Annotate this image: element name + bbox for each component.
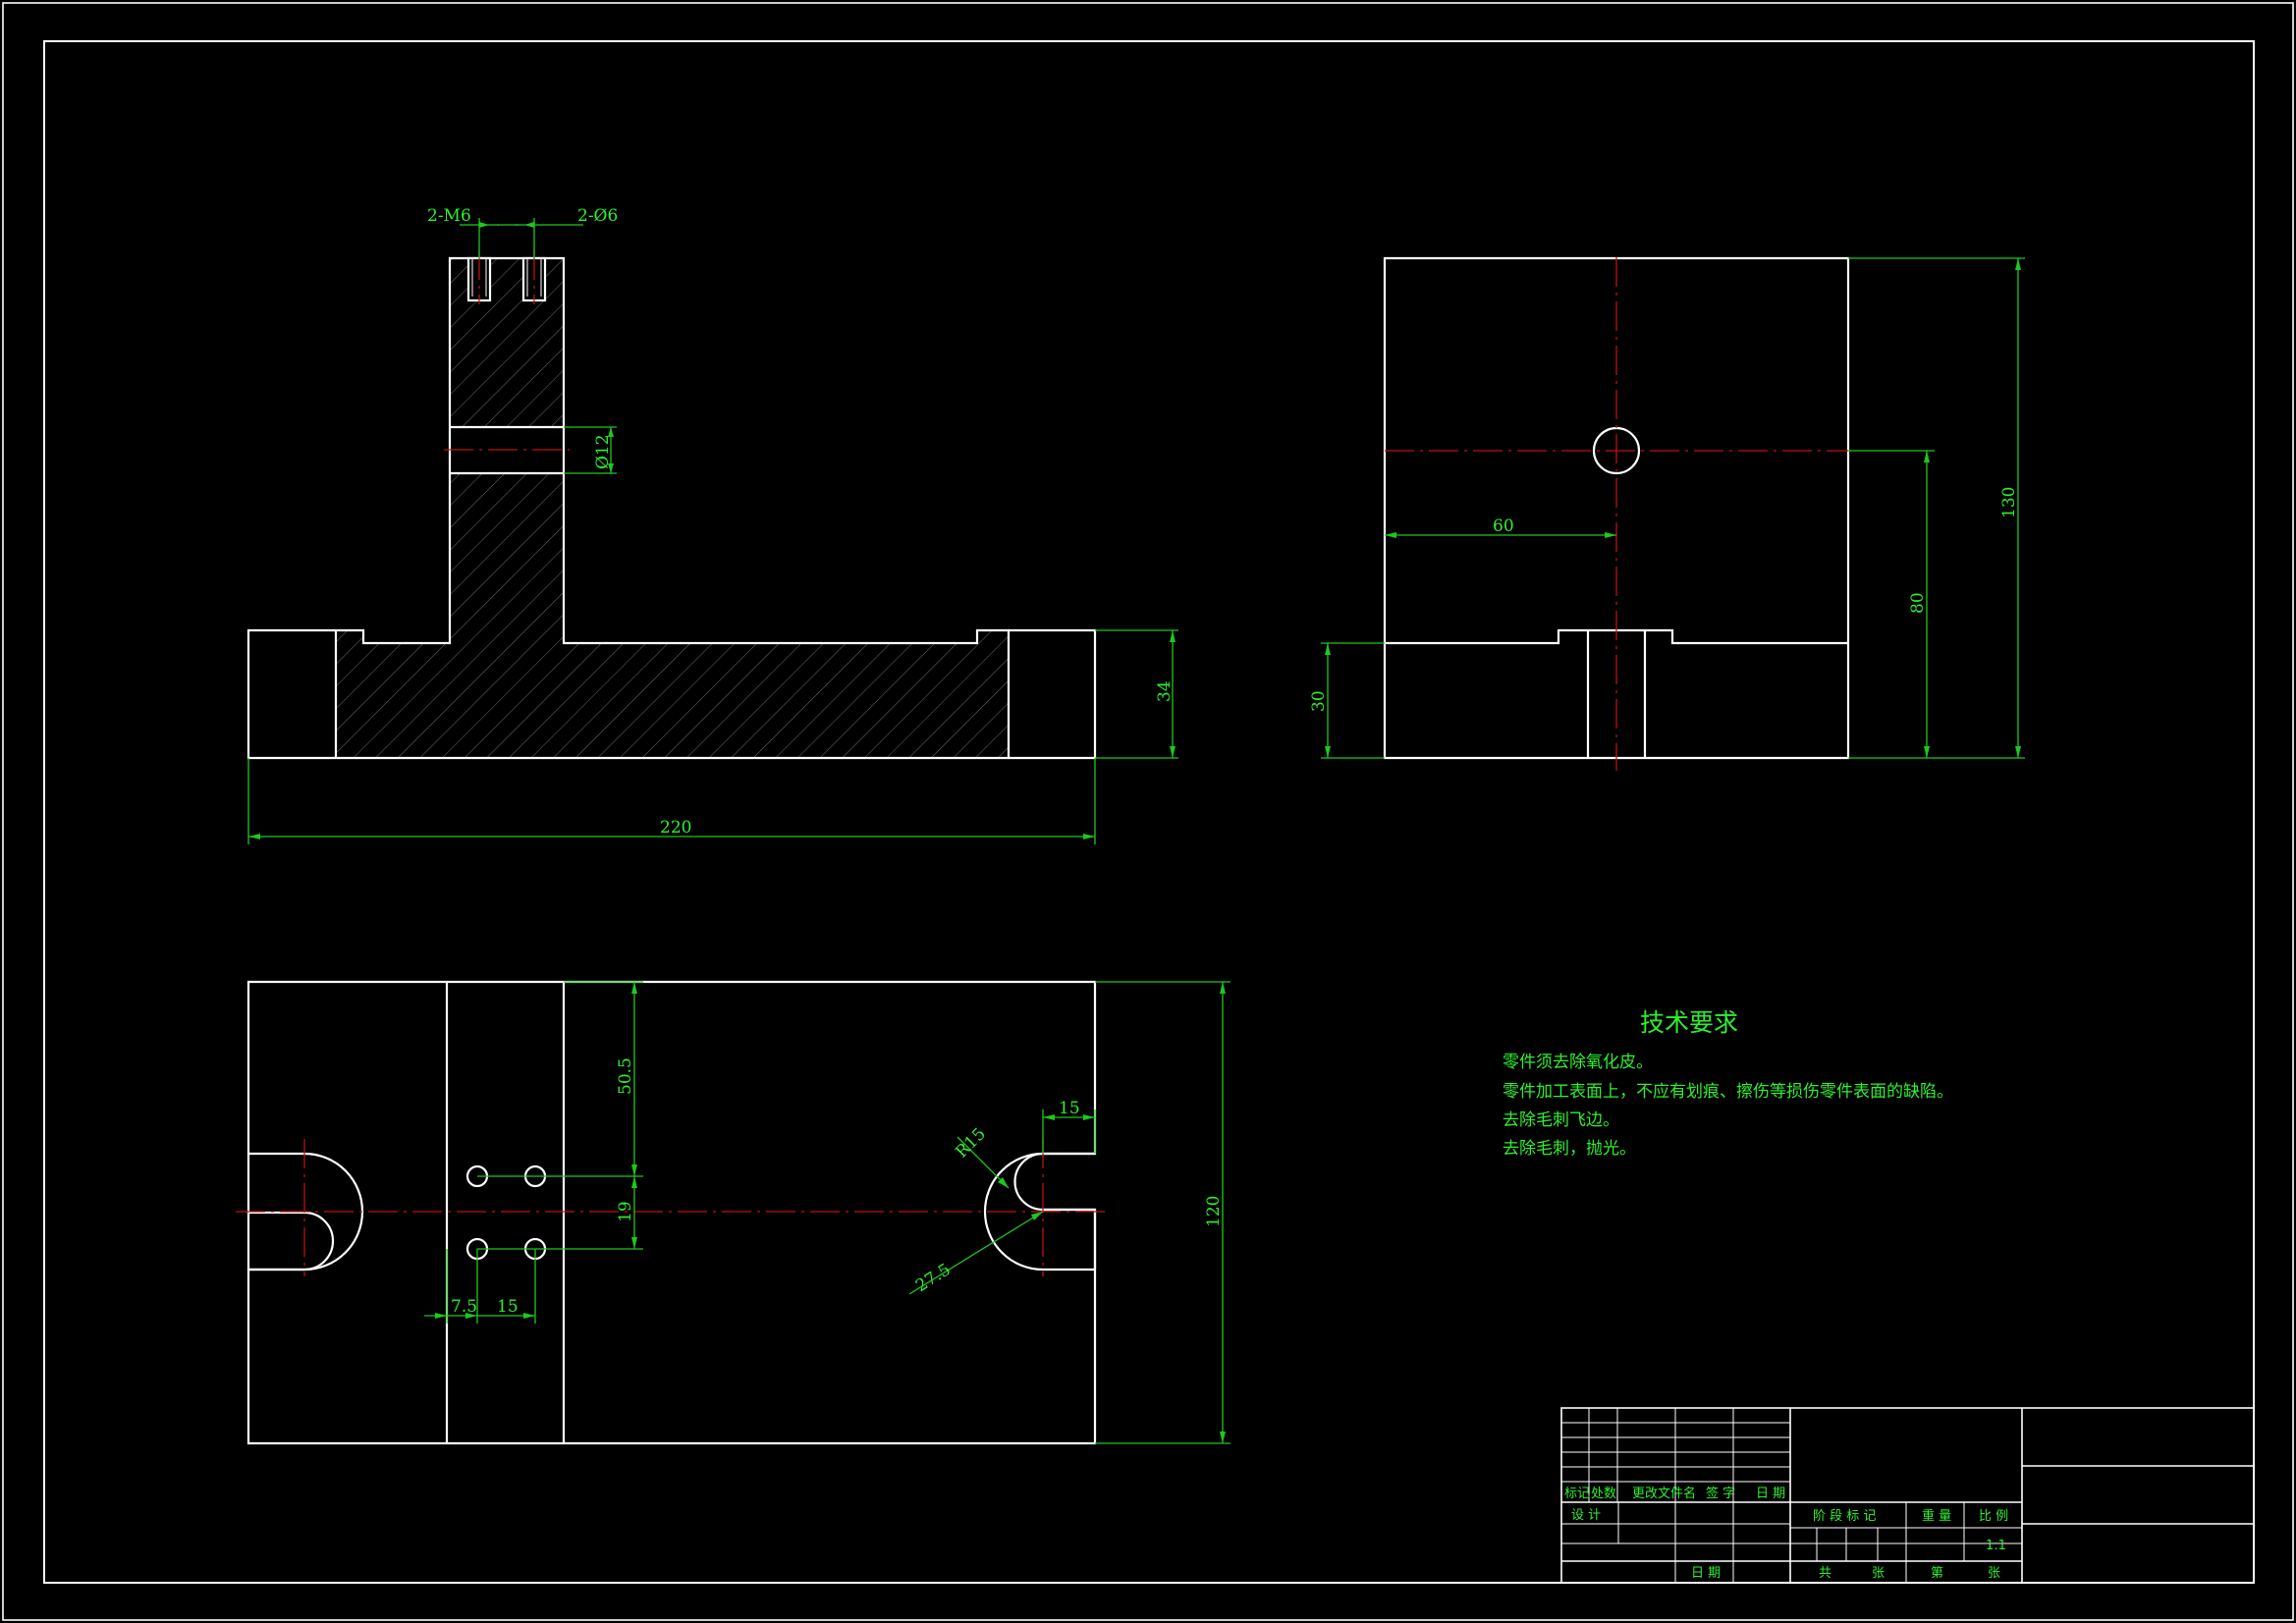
upright-hatch-lower xyxy=(450,473,564,479)
front-view: 2-M6 2-Ø6 Ø12 34 220 xyxy=(246,206,1178,844)
notes-title: 技术要求 xyxy=(1640,1008,1738,1037)
tb-rev-date: 日 期 xyxy=(1756,1487,1785,1501)
dim-15-holes: 15 xyxy=(497,1297,519,1317)
upright-hatch-upper xyxy=(450,258,564,427)
dim-2-m6: 2-M6 xyxy=(427,206,471,226)
dim-130: 130 xyxy=(1999,487,2019,518)
note-3: 去除毛刺飞边。 xyxy=(1503,1110,1619,1130)
dim-19: 19 xyxy=(616,1201,635,1222)
dim-15-slot: 15 xyxy=(1059,1099,1080,1118)
tb-total: 共 xyxy=(1819,1566,1831,1581)
front-outline xyxy=(246,256,1011,760)
tb-total-unit: 张 xyxy=(1872,1566,1885,1581)
tb-rev-mark: 标记 xyxy=(1564,1487,1590,1501)
technical-notes: 技术要求 零件须去除氧化皮。 零件加工表面上，不应有划痕、擦伤等损伤零件表面的缺… xyxy=(1503,1008,1953,1159)
dim-30: 30 xyxy=(1309,690,1329,712)
dim-50-5: 50.5 xyxy=(616,1057,635,1095)
title-block: 标记 处数 更改文件名 签 字 日 期 设 计 日 期 阶 段 标 记 重 量 … xyxy=(1560,1407,2255,1584)
dim-60: 60 xyxy=(1493,516,1514,536)
dim-220: 220 xyxy=(660,818,691,838)
dim-34: 34 xyxy=(1155,680,1175,702)
tb-weight: 重 量 xyxy=(1922,1508,1951,1524)
dim-27-5: 27.5 xyxy=(912,1260,955,1296)
tb-date: 日 期 xyxy=(1691,1566,1721,1581)
tb-scale: 1:1 xyxy=(1986,1539,2006,1553)
dim-7-5: 7.5 xyxy=(451,1297,477,1317)
tb-stage: 阶 段 标 记 xyxy=(1813,1509,1876,1524)
inner-border xyxy=(43,40,2255,1584)
dim-phi12: Ø12 xyxy=(593,434,613,469)
tb-page-unit: 张 xyxy=(1988,1566,2000,1581)
dim-2-phi6: 2-Ø6 xyxy=(577,206,618,226)
top-view: 50.5 19 7.5 15 R15 15 27.5 120 xyxy=(236,980,1230,1445)
dim-120: 120 xyxy=(1204,1196,1224,1227)
note-2: 零件加工表面上，不应有划痕、擦伤等损伤零件表面的缺陷。 xyxy=(1503,1082,1953,1102)
tb-design: 设 计 xyxy=(1571,1508,1601,1523)
revision-grid xyxy=(1561,1408,2022,1583)
tb-rev-count: 处数 xyxy=(1591,1487,1616,1501)
note-4: 去除毛刺，抛光。 xyxy=(1503,1139,1636,1159)
tb-page: 第 xyxy=(1931,1566,1943,1581)
front-section-hatch xyxy=(336,479,1009,758)
tb-scale-label: 比 例 xyxy=(1979,1509,2008,1524)
dim-80: 80 xyxy=(1908,592,1928,614)
right-slot-outer xyxy=(983,1152,1095,1271)
top-outline xyxy=(246,980,1097,1445)
note-1: 零件须去除氧化皮。 xyxy=(1503,1053,1653,1072)
dim-r15: R15 xyxy=(952,1124,989,1162)
tb-rev-doc: 更改文件名 xyxy=(1632,1486,1696,1501)
tb-rev-sign: 签 字 xyxy=(1706,1486,1735,1501)
side-view: 60 130 80 30 xyxy=(1309,256,2025,771)
